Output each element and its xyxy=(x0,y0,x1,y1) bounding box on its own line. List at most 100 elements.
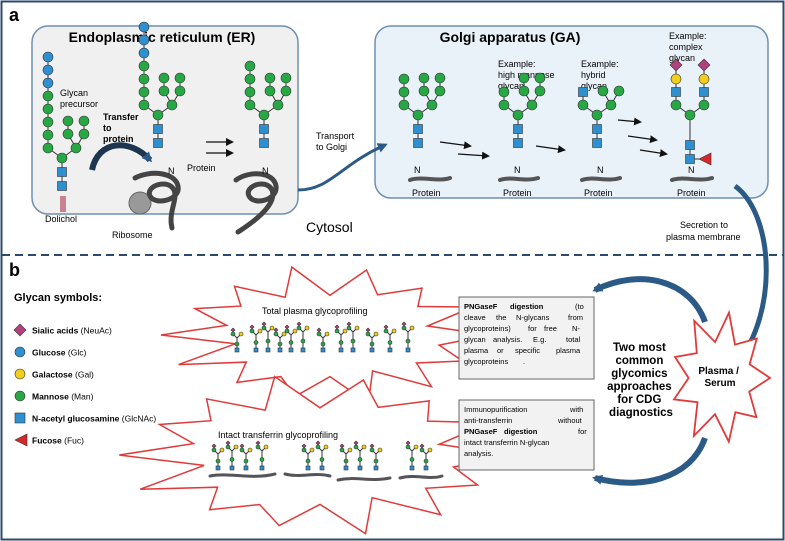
pngase-line5: plasma or specific plasma xyxy=(464,346,582,355)
ex-cx-3: glycan xyxy=(669,53,695,63)
pngase-word: glycoproteins) xyxy=(464,324,511,333)
plasma-serum-line2: Serum xyxy=(704,378,735,389)
transport-label: Transport to Golgi xyxy=(316,131,357,152)
mini-glycan xyxy=(369,443,383,471)
legend-item-label: Galactose (Gal) xyxy=(32,370,94,380)
monosaccharide-circle xyxy=(512,109,524,121)
monosaccharide-circle xyxy=(346,325,352,331)
legend-item-name: Sialic acids xyxy=(32,326,81,336)
er-box xyxy=(31,25,299,215)
monosaccharide-circle xyxy=(319,457,325,462)
glycan-tree xyxy=(244,60,292,148)
monosaccharide-circle xyxy=(423,458,429,464)
mini-glycan xyxy=(334,324,348,353)
ex-cx-1: Example: xyxy=(669,31,707,41)
monosaccharide-circle xyxy=(42,77,54,89)
glcnac-square xyxy=(343,465,349,471)
monosaccharide-circle xyxy=(243,458,249,464)
er-protein-label: Protein xyxy=(187,163,216,173)
mini-glycan xyxy=(239,443,253,471)
monosaccharide-circle xyxy=(273,331,279,337)
glcnac-square xyxy=(592,124,602,134)
mini-glycan xyxy=(383,324,397,353)
monosaccharide-circle xyxy=(280,72,292,84)
glcnac-square xyxy=(413,124,423,134)
monosaccharide-circle xyxy=(247,447,253,453)
monosaccharide-circle xyxy=(225,444,231,450)
immuno-word: anti-transferrin xyxy=(464,416,512,425)
monosaccharide-circle xyxy=(263,444,269,450)
monosaccharide-circle xyxy=(304,325,310,331)
monosaccharide-circle xyxy=(323,444,329,450)
transferrin-protein-strand xyxy=(336,476,392,482)
mini-glycan xyxy=(419,443,433,471)
monosaccharide-circle xyxy=(334,328,340,334)
monosaccharide-circle xyxy=(219,447,225,453)
monosaccharide-circle xyxy=(534,85,546,97)
glcnac-square xyxy=(350,347,356,353)
pngase-word: glycoproteins xyxy=(464,357,508,366)
mini-glycan xyxy=(284,324,298,353)
to-transferrin-arrow xyxy=(592,436,708,486)
monosaccharide-circle xyxy=(239,447,245,453)
pngase-word: . xyxy=(523,357,525,366)
monosaccharide-circle xyxy=(249,328,255,334)
pngase-word: plasma xyxy=(464,346,489,355)
golgi-n-2: N xyxy=(514,165,521,175)
transport-arrow xyxy=(297,143,388,192)
glcnac-square xyxy=(259,465,265,471)
monosaccharide-circle xyxy=(78,115,90,127)
monosaccharide-circle xyxy=(300,338,306,344)
glcnac-square xyxy=(387,347,393,353)
transferrin-protein-strand xyxy=(283,472,332,478)
legend-item-label: Mannose (Man) xyxy=(32,392,94,402)
glcnac-square xyxy=(513,138,523,148)
legend-item-abbr: (Glc) xyxy=(68,348,87,358)
monosaccharide-circle xyxy=(296,325,302,331)
monosaccharide-circle xyxy=(138,60,150,72)
transfer-line2: to xyxy=(103,123,112,133)
monosaccharide-circle xyxy=(269,325,275,331)
sialic-diamond xyxy=(301,443,307,449)
monosaccharide-circle xyxy=(138,99,150,111)
ex-hy-2: hybrid xyxy=(581,70,606,80)
glycan-precursor-line2: precursor xyxy=(60,99,98,109)
monosaccharide-circle xyxy=(670,99,682,111)
immuno-box xyxy=(458,399,595,471)
monosaccharide-circle xyxy=(238,331,244,337)
approaches-line: common xyxy=(615,355,663,367)
monosaccharide-circle xyxy=(324,331,330,337)
step-arrow xyxy=(617,117,642,126)
secretion-line2: plasma membrane xyxy=(666,232,741,242)
glycan-tree xyxy=(42,51,90,191)
monosaccharide-circle xyxy=(258,109,270,121)
pngase-word: plasma xyxy=(556,346,581,355)
immuno-word: with xyxy=(569,405,583,414)
golgi-n-3: N xyxy=(597,165,604,175)
sialic-diamond xyxy=(669,58,683,72)
immuno-word: without xyxy=(557,416,583,425)
sialic-diamond xyxy=(419,443,425,449)
golgi-protein-label-4: Protein xyxy=(677,188,706,198)
glcnac-square xyxy=(369,347,375,353)
secretion-line1: Secretion to xyxy=(680,220,728,230)
sialic-diamond xyxy=(365,327,371,333)
monosaccharide-circle xyxy=(369,447,375,453)
immuno-word: digestion xyxy=(504,427,538,436)
pngase-line4: glycan analysis. E.g. total xyxy=(464,335,582,344)
sialic-diamond xyxy=(13,323,27,337)
dolichol-label: Dolichol xyxy=(45,214,77,224)
monosaccharide-circle xyxy=(174,72,186,84)
glcnac-square xyxy=(259,138,269,148)
pngase-word: N- xyxy=(572,324,580,333)
monosaccharide-circle xyxy=(498,86,510,98)
sialic-diamond xyxy=(284,324,290,330)
pngase-word: PNGaseF xyxy=(464,302,498,311)
legend-item-name: Mannose xyxy=(32,392,71,402)
pngase-word: cleave xyxy=(464,313,486,322)
pngase-word: specific xyxy=(515,346,540,355)
transfer-line3: protein xyxy=(103,134,134,144)
ex-hy-1: Example: xyxy=(581,59,619,69)
ribosome-icon xyxy=(128,191,152,215)
glcnac-square xyxy=(409,465,415,471)
